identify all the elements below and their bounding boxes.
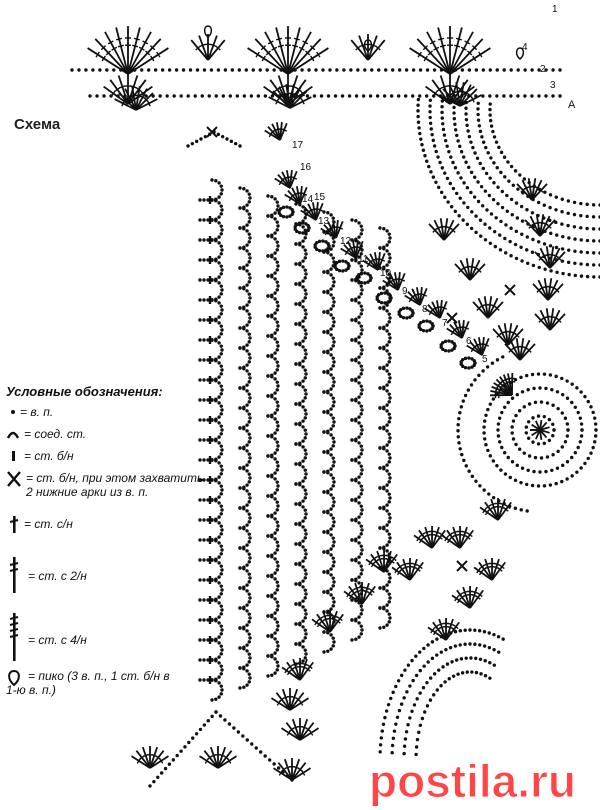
row-number-label: 1 — [552, 4, 558, 15]
stitch-1-icon — [9, 516, 19, 533]
stitch-fan — [362, 252, 386, 271]
row-number-label: 11 — [358, 254, 369, 265]
row-number-label: 5 — [482, 354, 488, 365]
stitch-fan — [264, 122, 288, 141]
row-number-label: 8 — [422, 304, 428, 315]
stitch-fan — [274, 170, 298, 189]
stitch-fan — [382, 272, 406, 291]
stitch-fan — [131, 746, 169, 769]
stitch-fan — [271, 688, 309, 711]
stitch-2-icon — [9, 557, 19, 593]
legend-text: = в. п. — [20, 405, 54, 419]
row-number-label: 14 — [302, 194, 314, 205]
legend-text: = соед. ст. — [24, 427, 87, 441]
row-number-label: 2 — [540, 64, 546, 75]
row-number-label: 15 — [314, 192, 326, 203]
stitch-fan — [190, 34, 226, 61]
stitch-fan — [409, 26, 491, 75]
row-number-label: 13 — [318, 216, 330, 227]
short-bar-icon — [12, 451, 15, 461]
stitch-fan — [350, 34, 386, 61]
diagram-title: Схема — [14, 116, 61, 133]
start-marker: A — [568, 99, 576, 111]
stitch-fan — [281, 657, 314, 681]
stitch-fan — [516, 178, 548, 201]
legend-item-chain: = в. п. — [6, 405, 236, 427]
legend-item-sc: = ст. б/н — [6, 449, 236, 471]
legend-text-2: 2 нижние арки из в. п. — [26, 485, 149, 499]
watermark: postila.ru — [368, 755, 576, 808]
stitch-fan — [320, 220, 344, 239]
stitch-fan — [524, 214, 556, 237]
stitch-fan — [479, 497, 512, 521]
stitch-fan — [300, 202, 324, 221]
stitch-fan — [438, 82, 482, 107]
stitch-fan — [281, 718, 319, 741]
stitch-fan — [247, 26, 329, 75]
stitch-fan — [268, 84, 312, 109]
stitch-fan — [532, 278, 564, 301]
stitch-fan — [472, 296, 504, 319]
chart-layer — [70, 25, 600, 788]
stitch-fan — [284, 186, 308, 205]
stitch-fan — [454, 258, 486, 281]
legend-text: = ст. с 2/н — [28, 569, 87, 583]
stitch-fan — [492, 323, 524, 346]
row-number-label: 16 — [300, 162, 312, 173]
legend: Условные обозначения: = в. п. = соед. ст… — [6, 384, 236, 705]
stitch-fan — [87, 26, 169, 75]
stitch-fan — [199, 746, 237, 769]
stitch-fan — [427, 617, 460, 641]
x-icon — [7, 471, 21, 487]
row-number-label: 3 — [550, 80, 556, 91]
legend-item-tr: = ст. с 2/н — [6, 555, 236, 611]
stitch-fan — [446, 320, 470, 339]
picot-icon — [8, 669, 20, 687]
legend-text: = ст. с 4/н — [28, 633, 87, 647]
row-number-label: 12 — [340, 236, 352, 247]
stitch-fan — [451, 585, 484, 609]
row-number-label: 6 — [466, 336, 472, 347]
row-number-label: 10 — [380, 268, 392, 279]
stitch-fan — [530, 419, 550, 441]
stitch-fan — [534, 308, 566, 331]
legend-text: = пико (3 в. п., 1 ст. б/н в — [28, 669, 170, 683]
legend-text: = ст. с/н — [24, 517, 73, 531]
row-number-label: 9 — [402, 286, 408, 297]
stitch-fan — [273, 758, 311, 781]
stitch-fan — [489, 372, 516, 399]
stitch-fan — [340, 240, 364, 259]
stitch-fan — [413, 525, 446, 549]
legend-text: = ст. б/н — [24, 449, 74, 463]
stitch-fan — [404, 287, 428, 306]
stitch-fan — [424, 300, 448, 319]
stitch-fan — [365, 549, 398, 573]
stitch-fan — [473, 557, 506, 581]
legend-text: = ст. б/н, при этом захватить — [26, 471, 204, 485]
stitch-fan — [428, 218, 460, 241]
stitch-fan — [311, 609, 344, 633]
dot-icon — [11, 410, 15, 414]
stitch-fan — [391, 557, 424, 581]
legend-item-sc-x: = ст. б/н, при этом захватить 2 нижние а… — [6, 471, 236, 513]
stitch-fan — [114, 86, 158, 111]
arch-icon — [6, 431, 20, 439]
legend-item-dc: = ст. с/н — [6, 513, 236, 555]
row-number-label: 4 — [522, 42, 528, 53]
row-number-label: 17 — [292, 140, 304, 151]
legend-item-dtr: = ст. с 4/н — [6, 611, 236, 669]
stitch-fan — [441, 525, 474, 549]
stitch-fan — [504, 338, 536, 361]
legend-title: Условные обозначения: — [6, 384, 163, 399]
stitch-fan — [343, 581, 376, 605]
stitch-4-icon — [9, 613, 19, 661]
legend-item-picot: = пико (3 в. п., 1 ст. б/н в 1-ю в. п.) — [6, 669, 236, 705]
legend-item-slip: = соед. ст. — [6, 427, 236, 449]
legend-text-2: 1-ю в. п.) — [6, 683, 56, 697]
row-number-label: 7 — [442, 318, 448, 329]
stitch-fan — [466, 337, 490, 356]
stitch-fan — [534, 246, 566, 269]
